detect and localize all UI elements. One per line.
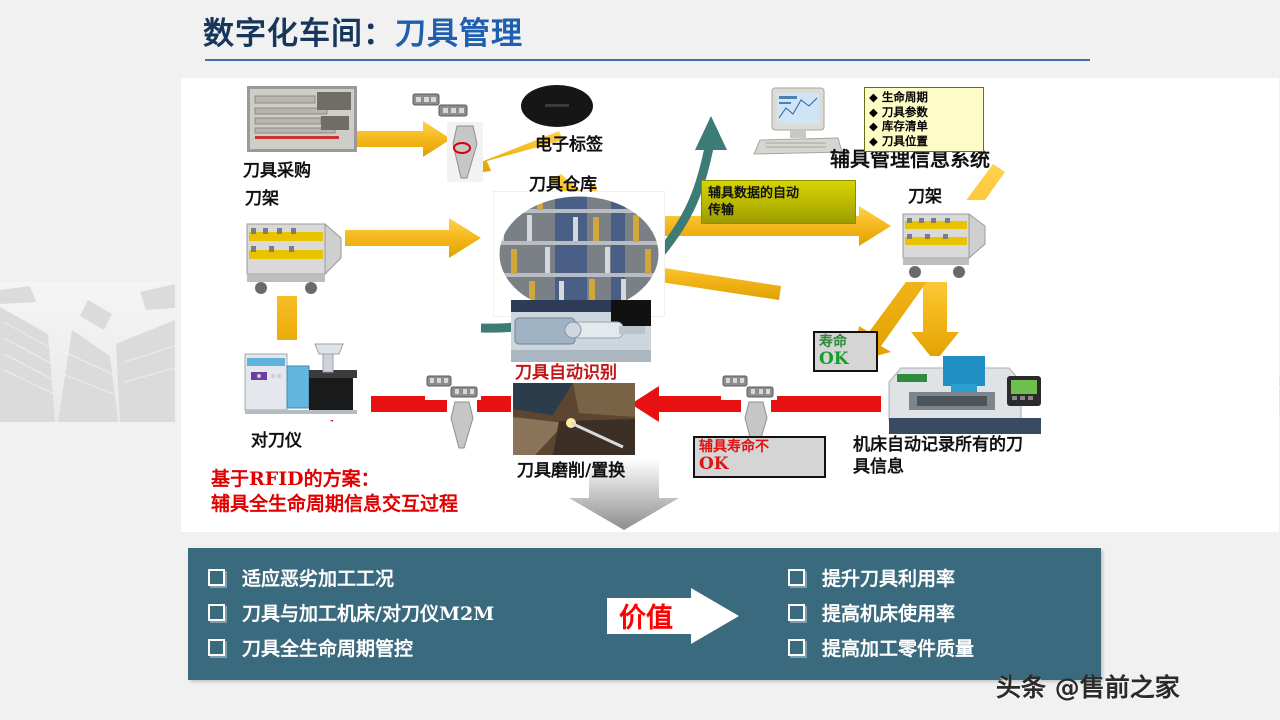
checkbox-square-icon: [208, 639, 225, 656]
benefit-right-2: 提高加工零件质量: [822, 638, 975, 660]
tool-grinding-photo: [513, 383, 635, 455]
benefits-right-column: 提升刀具利用率 提高机床使用率 提高加工零件质量: [788, 560, 974, 665]
page-title-main: 数字化车间：: [203, 16, 395, 52]
list-item[interactable]: 提高加工零件质量: [788, 630, 974, 665]
rfid-chip-photo-3: [721, 374, 777, 400]
tool-holder-with-tag-photo: [447, 122, 483, 182]
benefit-right-0: 提升刀具利用率: [822, 568, 956, 590]
life-not-ok-line2: OK: [699, 454, 729, 474]
tool-purchase-label: 刀具采购: [243, 161, 311, 181]
life-not-ok-status-badge: 辅具寿命不 OK: [693, 436, 826, 478]
data-auto-transfer-line1: 辅具数据的自动: [708, 186, 800, 201]
diagram-canvas: 刀具采购 电子标签 刀架: [181, 78, 1279, 532]
electronic-tag-photo: [517, 82, 597, 130]
watermark: 头条 @售前之家: [996, 673, 1180, 702]
life-ok-status-badge: 寿命 OK: [813, 331, 878, 372]
list-item[interactable]: 提高机床使用率: [788, 595, 974, 630]
checkbox-square-icon: [208, 604, 225, 621]
callout-item-3: ◆ 刀具位置: [869, 134, 979, 149]
arrow-tag-to-reader: [469, 131, 563, 174]
page-title: 数字化车间：刀具管理: [203, 8, 523, 53]
tool-warehouse-photo: [493, 191, 665, 317]
data-auto-transfer-line2: 传输: [708, 203, 735, 218]
presetter-photo: [239, 340, 371, 420]
life-ok-line2: OK: [819, 349, 849, 369]
tool-holder-photo-2: [447, 400, 477, 452]
checkbox-square-icon: [788, 569, 805, 586]
presetter-label: 对刀仪: [251, 431, 302, 451]
callout-item-1: ◆ 刀具参数: [869, 105, 979, 120]
system-capability-callout: ◆ 生命周期 ◆ 刀具参数 ◆ 库存清单 ◆ 刀具位置: [864, 87, 984, 152]
arrow-purchase-to-tag: [333, 121, 451, 157]
benefit-left-0: 适应恶劣加工工况: [242, 568, 395, 590]
page-title-accent: 刀具管理: [395, 16, 523, 52]
rfid-solution-caption: 基于RFID的方案： 辅具全生命周期信息交互过程: [211, 467, 458, 517]
tool-purchase-photo: [247, 86, 357, 152]
process-down-arrow: [569, 459, 679, 530]
life-not-ok-line1: 辅具寿命不: [699, 439, 769, 455]
tool-rack-right-photo: [897, 200, 989, 282]
list-item[interactable]: 刀具与加工机床/对刀仪M2M: [208, 595, 494, 630]
benefit-right-1: 提高机床使用率: [822, 603, 956, 625]
callout-item-2: ◆ 库存清单: [869, 119, 979, 134]
checkbox-square-icon: [788, 639, 805, 656]
tool-rack-left-label: 刀架: [245, 189, 279, 209]
callout-marker-1: ◆: [869, 104, 878, 119]
tool-auto-recognition-label: 刀具自动识别: [515, 363, 617, 383]
cnc-machine-photo: [881, 356, 1049, 440]
data-auto-transfer-box: 辅具数据的自动 传输: [701, 180, 856, 224]
rfid-solution-caption-line2: 辅具全生命周期信息交互过程: [211, 493, 459, 515]
callout-marker-2: ◆: [869, 119, 878, 133]
list-item[interactable]: 刀具全生命周期管控: [208, 630, 494, 665]
benefits-left-column: 适应恶劣加工工况 刀具与加工机床/对刀仪M2M 刀具全生命周期管控: [208, 560, 494, 665]
arrow-return-to-warehouse: [619, 254, 781, 300]
callout-text-2: 库存清单: [881, 119, 928, 133]
arrow-recognition-to-system-head: [695, 116, 727, 150]
list-item[interactable]: 适应恶劣加工工况: [208, 560, 494, 595]
checkbox-square-icon: [208, 569, 225, 586]
value-arrow-shape: [607, 588, 739, 644]
rfid-chip-photo-2: [425, 374, 481, 400]
slide-header: 数字化车间：刀具管理: [0, 0, 1280, 66]
rfid-chip-photo: [411, 92, 471, 118]
callout-marker-0: ◆: [869, 90, 878, 104]
title-divider: [205, 59, 1090, 61]
callout-marker-3: ◆: [869, 133, 878, 148]
benefit-left-1: 刀具与加工机床/对刀仪M2M: [242, 603, 495, 625]
checkbox-square-icon: [788, 604, 805, 621]
tool-rack-right-label: 刀架: [908, 187, 942, 207]
callout-text-1: 刀具参数: [881, 104, 928, 119]
benefits-panel: 适应恶劣加工工况 刀具与加工机床/对刀仪M2M 刀具全生命周期管控 价值 提升刀…: [188, 548, 1101, 680]
machine-record-label-line2: 具信息: [853, 457, 904, 477]
tool-auto-recognition-photo: [511, 300, 651, 362]
life-ok-line1: 寿命: [819, 334, 847, 350]
benefit-left-2: 刀具全生命周期管控: [242, 638, 414, 660]
callout-text-3: 刀具位置: [881, 133, 928, 148]
arrow-rack-to-warehouse: [333, 218, 481, 258]
info-system-computer-photo: [746, 84, 846, 158]
skyscraper-background-image: [0, 282, 175, 422]
list-item[interactable]: 提升刀具利用率: [788, 560, 974, 595]
arrow-grinding-to-presetter: [305, 386, 511, 422]
value-arrow: 价值: [607, 588, 739, 644]
rfid-solution-caption-line1: 基于RFID的方案：: [211, 468, 380, 490]
electronic-tag-label: 电子标签: [535, 135, 603, 155]
tool-grinding-label: 刀具磨削/置换: [517, 461, 626, 481]
callout-item-0: ◆ 生命周期: [869, 90, 979, 105]
tool-rack-left-photo: [239, 206, 345, 296]
tool-warehouse-label: 刀具仓库: [529, 175, 597, 195]
callout-text-0: 生命周期: [881, 90, 928, 104]
value-label: 价值: [619, 603, 673, 634]
machine-record-label-line1: 机床自动记录所有的刀: [853, 435, 1023, 455]
